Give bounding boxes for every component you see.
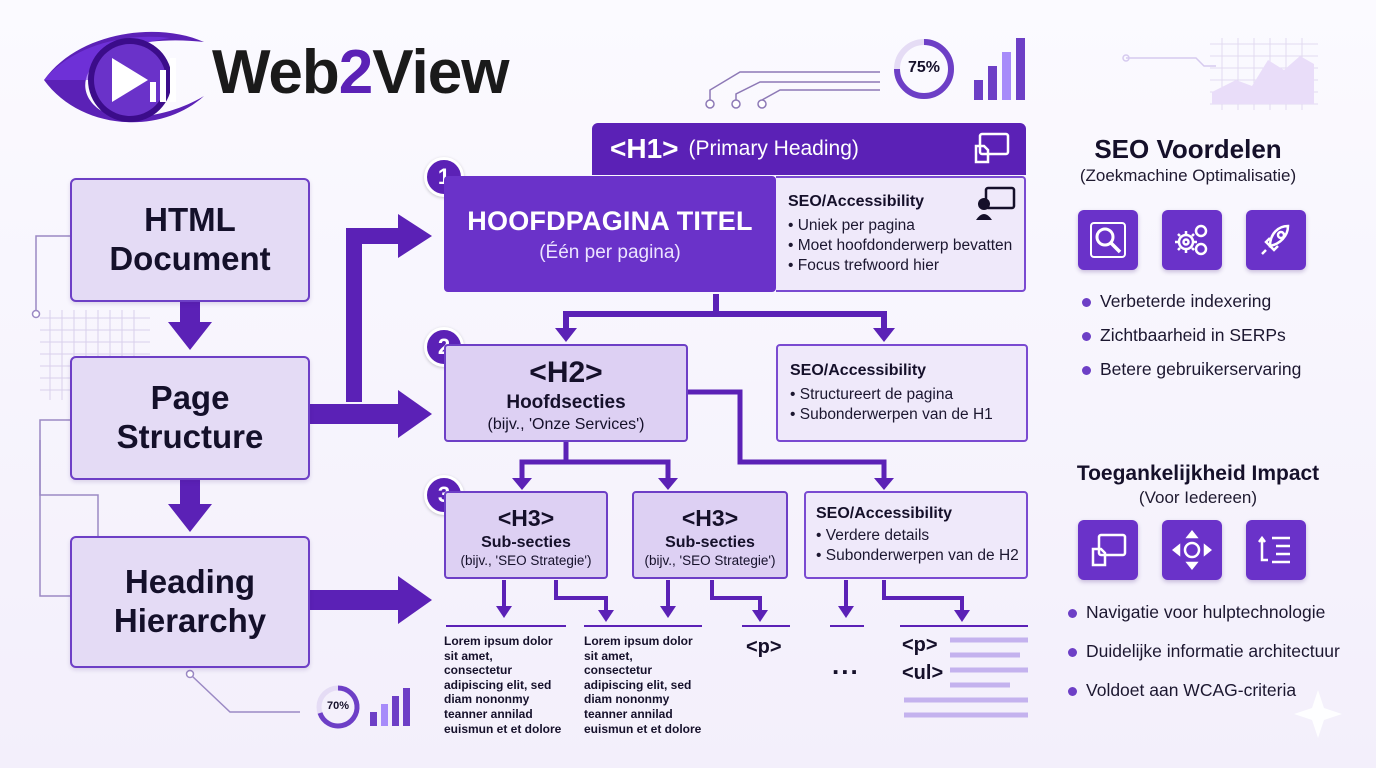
- h2-seo-item: Subonderwerpen van de H1: [790, 405, 1026, 425]
- p-tag: <p>: [746, 636, 782, 658]
- h3-box: <H3> Sub-secties (bijv., 'SEO Strategie'…: [444, 491, 608, 579]
- h3-seo-heading: SEO/Accessibility: [816, 505, 953, 522]
- h2-name: Hoofdsecties: [506, 392, 626, 413]
- accessibility-item: Duidelijke informatie architectuur: [1066, 641, 1340, 662]
- grid-decoration-top-right: [1210, 38, 1318, 110]
- h1-tag-desc: (Primary Heading): [688, 137, 859, 160]
- h1-main-box: HOOFDPAGINA TITEL (Één per pagina): [444, 176, 776, 292]
- h3-box: <H3> Sub-secties (bijv., 'SEO Strategie'…: [632, 491, 788, 579]
- html-document-box: HTML Document: [70, 178, 310, 302]
- heading-hierarchy-box: Heading Hierarchy: [70, 536, 310, 668]
- h2-box: <H2> Hoofdsecties (bijv., 'Onze Services…: [444, 344, 688, 442]
- h2-seo-item: Structureert de pagina: [790, 385, 1026, 405]
- branch-h1-h2: [563, 294, 887, 332]
- progress-label-70: 70%: [326, 700, 350, 712]
- h3-seo-item: Subonderwerpen van de H2: [816, 546, 1026, 566]
- h1-header-bar: <H1> (Primary Heading): [592, 123, 1026, 175]
- h3-name: Sub-secties: [665, 534, 755, 551]
- rocket-icon: [1246, 210, 1306, 270]
- seo-benefit-item: Verbeterde indexering: [1080, 291, 1301, 312]
- accessibility-subtitle: (Voor Iedereen): [1138, 488, 1258, 507]
- h2-seo-heading: SEO/Accessibility: [790, 362, 927, 379]
- h2-seo-box: SEO/Accessibility Structureert de pagina…: [776, 344, 1028, 442]
- h3-tag: <H3>: [497, 505, 555, 531]
- circuit-line-top-right: [1126, 57, 1216, 67]
- logo-mark: [44, 31, 204, 123]
- h3-tag: <H3>: [681, 505, 739, 531]
- h3-example: (bijv., 'SEO Strategie'): [460, 553, 592, 568]
- circuit-lines-top: [709, 71, 880, 101]
- ul-tag: <ul>: [902, 662, 944, 684]
- h1-seo-item: Uniek per pagina: [788, 216, 1024, 236]
- logo-text: Web2View: [212, 38, 509, 107]
- flow-arrows-right: [306, 214, 432, 624]
- list-structure-icon: [1246, 520, 1306, 580]
- h1-subtitle: (Één per pagina): [539, 242, 681, 263]
- accessibility-title: Toegankelijkheid Impact: [1076, 462, 1320, 485]
- area-sparkline: [1212, 56, 1314, 104]
- bar-icon-bottom: [370, 688, 410, 726]
- h1-seo-item: Moet hoofdonderwerp bevatten: [788, 236, 1024, 256]
- h3-example: (bijv., 'SEO Strategie'): [644, 553, 776, 568]
- seo-benefit-item: Zichtbaarheid in SERPs: [1080, 325, 1301, 346]
- p-tag: <p>: [902, 634, 938, 656]
- branch-content: [502, 580, 964, 612]
- accessibility-list: Navigatie voor hulptechnologie Duidelijk…: [1066, 602, 1340, 701]
- h1-tag: <H1>: [610, 133, 679, 164]
- seo-benefits-title: SEO Voordelen: [1094, 134, 1282, 164]
- h1-seo-heading: SEO/Accessibility: [788, 193, 925, 210]
- accessibility-item: Navigatie voor hulptechnologie: [1066, 602, 1340, 623]
- h1-title: HOOFDPAGINA TITEL: [467, 206, 753, 236]
- progress-label-75: 75%: [907, 59, 941, 76]
- lorem-paragraph: Lorem ipsum dolor sit amet, consectetur …: [584, 634, 702, 736]
- seo-benefit-item: Betere gebruikerservaring: [1080, 359, 1301, 380]
- h2-example: (bijv., 'Onze Services'): [487, 416, 645, 433]
- h3-name: Sub-secties: [481, 534, 571, 551]
- page-structure-box: Page Structure: [70, 356, 310, 480]
- h1-seo-box: SEO/Accessibility Uniek per pagina Moet …: [776, 176, 1026, 292]
- accessibility-user-icon: [974, 186, 1016, 227]
- h3-seo-box: SEO/Accessibility Verdere details Subond…: [804, 491, 1028, 579]
- accessibility-item: Voldoet aan WCAG-criteria: [1066, 680, 1340, 701]
- ellipsis-text: ...: [832, 650, 860, 680]
- navigation-arrows-icon: [1162, 520, 1222, 580]
- seo-benefits-subtitle: (Zoekmachine Optimalisatie): [1079, 166, 1297, 185]
- seo-benefits-list: Verbeterde indexering Zichtbaarheid in S…: [1080, 291, 1301, 380]
- h1-seo-item: Focus trefwoord hier: [788, 256, 1024, 276]
- search-icon: [1078, 210, 1138, 270]
- h3-seo-item: Verdere details: [816, 526, 1026, 546]
- touch-screen-icon: [1078, 520, 1138, 580]
- h2-tag: <H2>: [529, 356, 603, 389]
- lorem-paragraph: Lorem ipsum dolor sit amet, consectetur …: [444, 634, 562, 736]
- gears-icon: [1162, 210, 1222, 270]
- bar-icon-top: [974, 38, 1025, 100]
- touch-screen-icon: [970, 132, 1012, 171]
